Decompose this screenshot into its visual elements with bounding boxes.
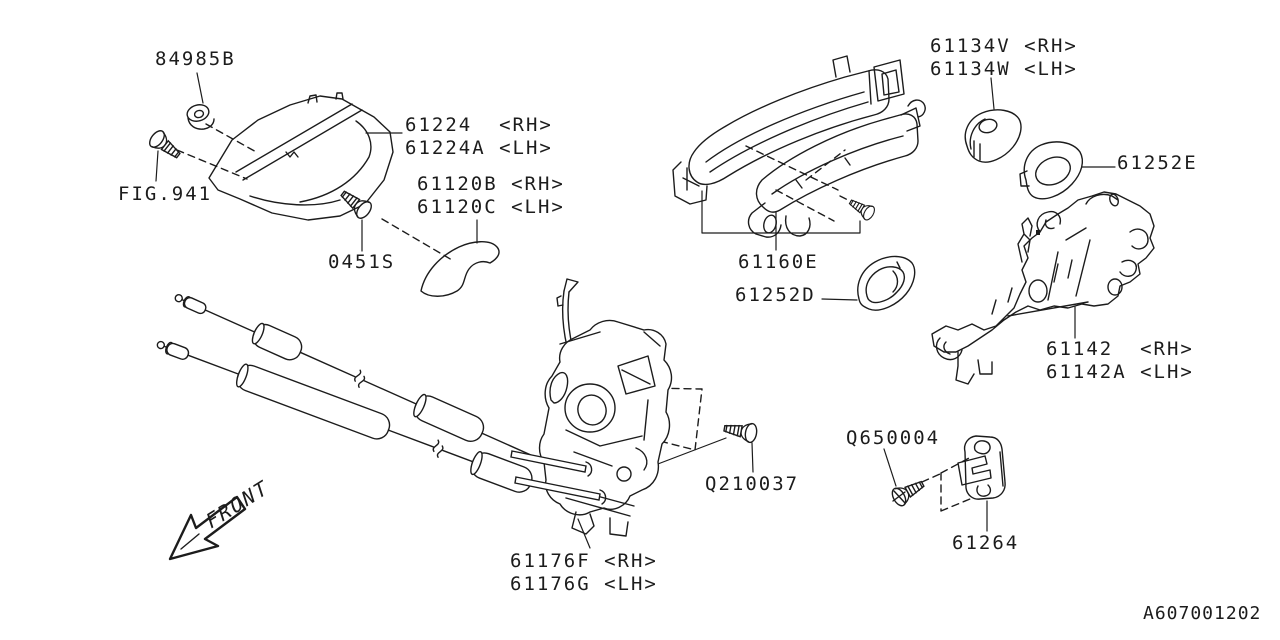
striker-drawing bbox=[921, 435, 1006, 512]
label-61176: 61176F <RH> 61176G <LH> bbox=[510, 550, 658, 595]
screw-q210037-drawing bbox=[722, 418, 759, 445]
handle-bracket-drawing bbox=[931, 191, 1155, 385]
fig941-screw-drawing bbox=[146, 127, 185, 164]
label-fig941: FIG.941 bbox=[118, 183, 213, 205]
door-latch-drawing bbox=[510, 278, 727, 537]
screw-q650004-drawing bbox=[888, 474, 928, 509]
leader-lines bbox=[155, 72, 1116, 549]
label-61142: 61142 <RH> 61142A <LH> bbox=[1046, 338, 1194, 383]
label-61252e: 61252E bbox=[1117, 152, 1198, 174]
grommet-drawing bbox=[186, 104, 215, 130]
label-0451s: 0451S bbox=[328, 251, 396, 273]
screw-0451s-drawing bbox=[336, 185, 375, 222]
label-61120: 61120B <RH> 61120C <LH> bbox=[417, 173, 565, 218]
gasket-61252d-drawing bbox=[857, 255, 916, 311]
label-61264: 61264 bbox=[952, 532, 1020, 554]
lock-cable-lower bbox=[156, 340, 562, 496]
handle-cover-drawing bbox=[964, 109, 1022, 163]
trim-panel-drawing bbox=[208, 92, 394, 221]
label-61224: 61224 <RH> 61224A <LH> bbox=[405, 114, 553, 159]
panel-gasket-drawing bbox=[420, 241, 500, 297]
outer-handle-drawing bbox=[672, 55, 926, 238]
doc-code: A607001202 bbox=[1143, 603, 1262, 624]
label-q210037: Q210037 bbox=[705, 473, 800, 495]
label-q650004: Q650004 bbox=[846, 427, 941, 449]
gasket-61252e-drawing bbox=[1019, 141, 1084, 200]
construction-lines bbox=[176, 123, 453, 261]
label-84985b: 84985B bbox=[155, 48, 236, 70]
label-61160e: 61160E bbox=[738, 251, 819, 273]
label-61134: 61134V <RH> 61134W <LH> bbox=[930, 35, 1078, 80]
front-arrow bbox=[168, 495, 247, 561]
label-61252d: 61252D bbox=[735, 284, 816, 306]
lock-cable-upper bbox=[174, 294, 547, 463]
